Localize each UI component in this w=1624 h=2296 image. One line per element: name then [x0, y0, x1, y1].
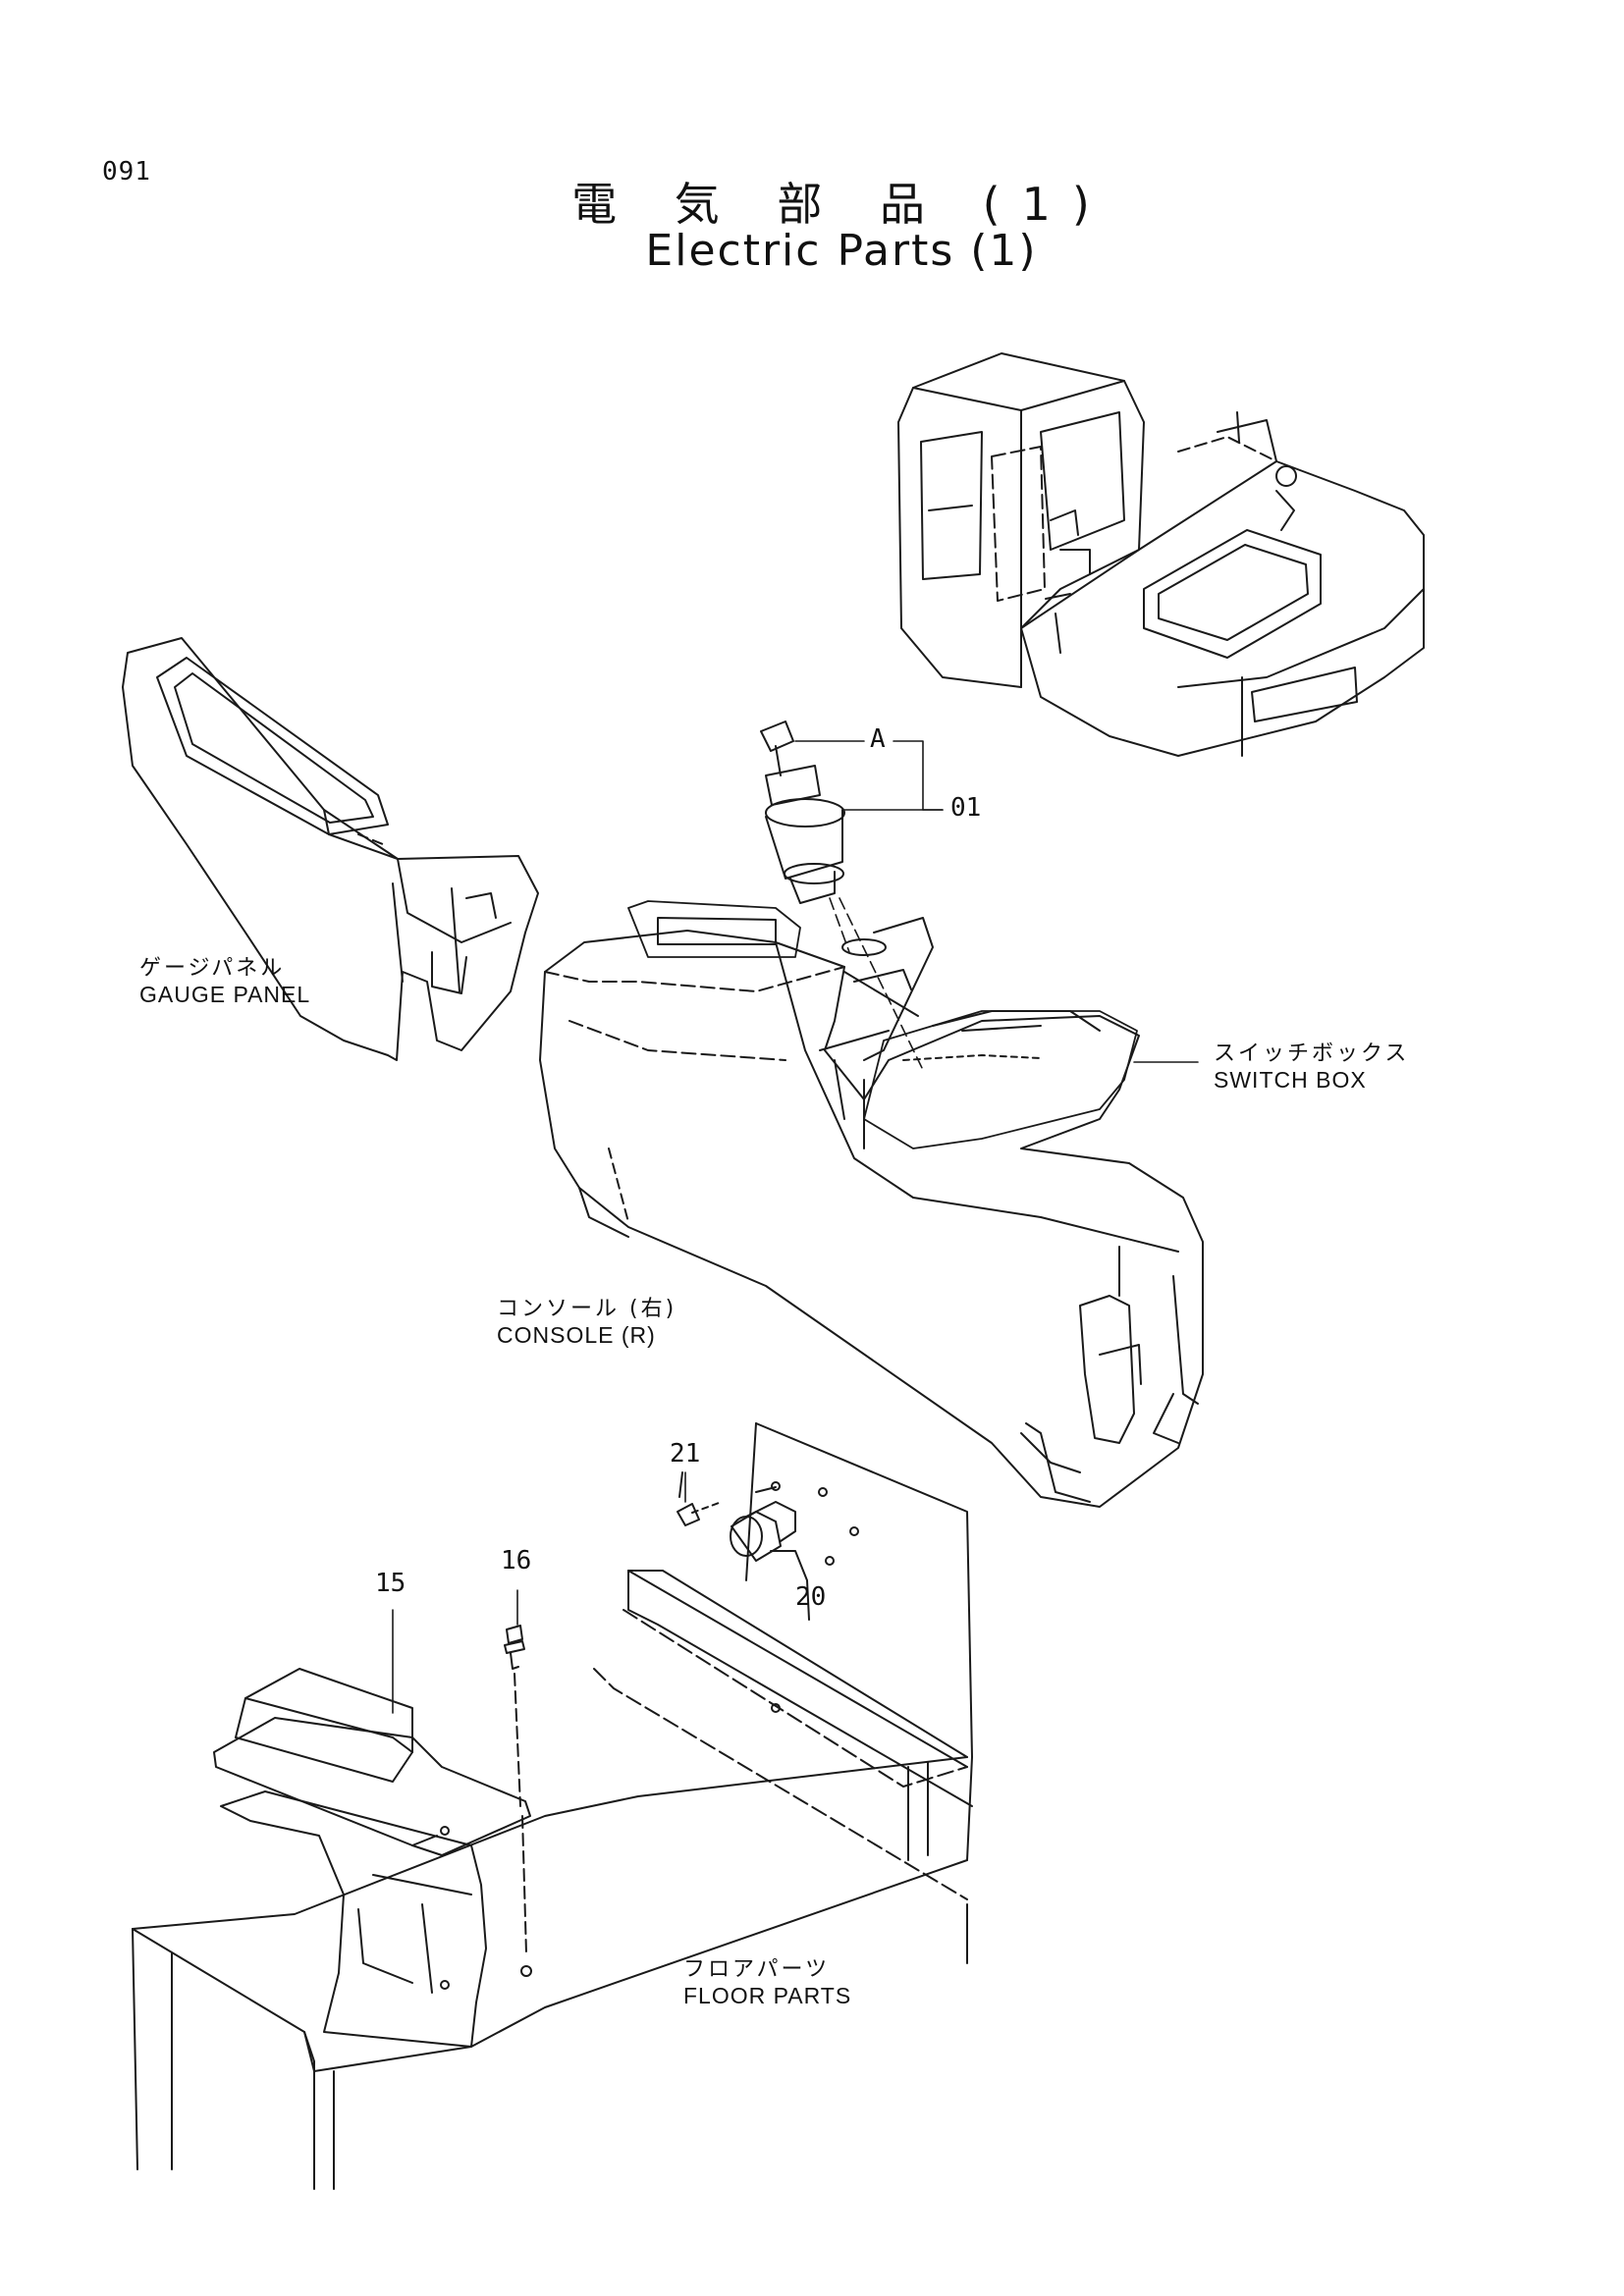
part-16-bolt: [505, 1626, 531, 1976]
page-title-japanese: 電 気 部 品 (1): [571, 178, 1111, 231]
label-leaders: [393, 1062, 1198, 1713]
callout-part-16: 16: [501, 1546, 532, 1575]
label-switch-box-jp: スイッチボックス: [1214, 1041, 1410, 1066]
floor-parts-assembly: [133, 1423, 972, 2189]
part-01-leaders: [795, 741, 943, 1070]
callout-detail-a: A: [870, 724, 886, 754]
label-switch-box: スイッチボックス SWITCH BOX: [1214, 1036, 1409, 1094]
label-console-r: コンソール (右) CONSOLE (R): [497, 1291, 677, 1349]
label-gauge-panel-jp: ゲージパネル: [139, 956, 286, 981]
label-switch-box-en: SWITCH BOX: [1214, 1067, 1367, 1093]
label-gauge-panel-en: GAUGE PANEL: [139, 982, 311, 1007]
callout-part-01: 01: [950, 793, 982, 823]
callout-part-20: 20: [795, 1582, 827, 1612]
label-floor-parts: フロアパーツ FLOOR PARTS: [683, 1951, 851, 2009]
label-console-r-jp: コンソール (右): [497, 1297, 677, 1321]
page-number: 091: [102, 157, 151, 187]
label-console-r-en: CONSOLE (R): [497, 1322, 656, 1348]
page-title-english: Electric Parts (1): [645, 226, 1038, 276]
callout-part-15: 15: [375, 1569, 406, 1598]
label-floor-parts-en: FLOOR PARTS: [683, 1983, 852, 2008]
label-gauge-panel: ゲージパネル GAUGE PANEL: [139, 950, 310, 1008]
console-r-assembly: [540, 901, 1203, 1507]
gauge-panel-assembly: [123, 638, 538, 1060]
part-15-box: [214, 1669, 530, 1855]
label-floor-parts-jp: フロアパーツ: [683, 1957, 831, 1982]
excavator-overview: [898, 353, 1424, 756]
key-switch-part-01: [761, 721, 844, 903]
callout-part-21: 21: [670, 1439, 701, 1468]
part-20-21-connector: [677, 1472, 809, 1620]
